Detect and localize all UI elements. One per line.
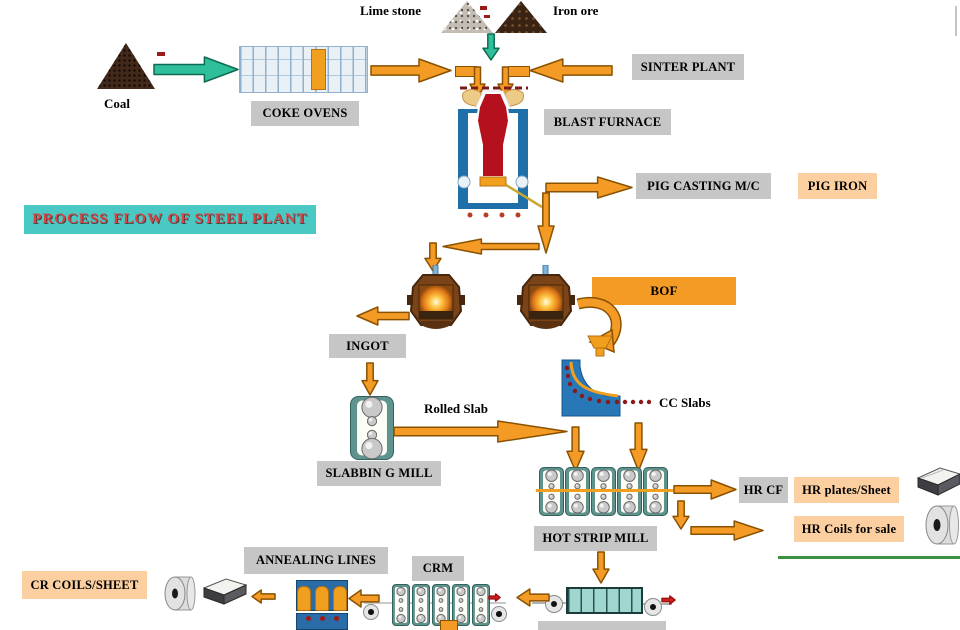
- annealing-lines-label: ANNEALING LINES: [244, 547, 388, 574]
- arrow-hsm-down-icon: [672, 500, 690, 530]
- ingot-label: INGOT: [329, 334, 406, 358]
- hr-coils-for-sale-label: HR Coils for sale: [794, 516, 904, 542]
- rolled-slab-label: Rolled Slab: [424, 401, 488, 416]
- arrow-hsm-to-pickling-icon: [592, 551, 610, 584]
- annealing-furnace-icon: [296, 580, 348, 611]
- red-dash-icon: [480, 6, 487, 10]
- bof-vessel-icon: [407, 264, 465, 338]
- hot-strip-mill-stand-icon: [617, 467, 642, 516]
- arrow-down-ores-icon: [482, 33, 500, 61]
- coiler-icon: [491, 606, 507, 622]
- coiler-icon: [644, 598, 662, 616]
- coil-icon: [163, 575, 197, 618]
- crm-stand-icon: [432, 584, 450, 626]
- hr-plates-sheet-label: HR plates/Sheet: [794, 477, 899, 503]
- sheet-stack-icon: [202, 577, 248, 612]
- red-dash-icon: [484, 15, 490, 18]
- bell-furnace-icon: [333, 586, 347, 611]
- mini-red-arrow-icon: [661, 595, 676, 605]
- bof-label: BOF: [592, 277, 736, 305]
- slabbing-mill-label: SLABBIN G MILL: [317, 461, 441, 486]
- crm-stand-icon: [472, 584, 490, 626]
- arrow-rolled-slab-icon: [393, 420, 568, 443]
- arrow-to-pig-casting-icon: [545, 176, 633, 199]
- artifact-line-icon: [778, 556, 960, 559]
- furnace-dot-icon: [333, 616, 339, 621]
- coal-pile-icon: [97, 43, 155, 89]
- cc-slabs-label: CC Slabs: [659, 395, 711, 410]
- crm-label: CRM: [412, 556, 464, 581]
- arrow-to-hrcoils-icon: [690, 520, 764, 541]
- arrow-bf-down-icon: [537, 192, 555, 254]
- slabbing-mill-stand-icon: [350, 396, 394, 460]
- arrow-ingot-to-slabmill-icon: [361, 362, 379, 396]
- bof-vessel-icon: [517, 264, 575, 338]
- crm-stand-icon: [452, 584, 470, 626]
- bell-furnace-icon: [297, 586, 311, 611]
- arrow-to-ingot-icon: [356, 306, 410, 326]
- continuous-caster-icon: [556, 334, 660, 433]
- hr-cf-label: HR CF: [739, 477, 788, 503]
- arrow-crm-to-annealing-icon: [348, 589, 380, 608]
- crm-stand-icon: [412, 584, 430, 626]
- coal-label: Coal: [104, 96, 130, 111]
- red-dash-icon: [157, 52, 165, 56]
- arrow-coke-to-bf-icon: [370, 58, 452, 83]
- arrow-coal-to-coke-icon: [153, 56, 239, 83]
- cr-coils-sheet-label: CR COILS/SHEET: [22, 571, 147, 599]
- coke-ovens-label: COKE OVENS: [251, 101, 359, 126]
- artifact-line-icon: [955, 6, 957, 36]
- pickling-line-icon: [566, 587, 643, 614]
- blast-furnace-icon: [452, 85, 544, 224]
- lime-stone-label: Lime stone: [360, 3, 422, 18]
- sheet-stack-icon: [916, 466, 960, 503]
- arrow-sinter-to-bf-icon: [529, 58, 613, 83]
- pickling-line-label-cropped: [538, 621, 666, 630]
- arrow-annealing-out-icon: [251, 589, 276, 604]
- bell-furnace-icon: [315, 586, 329, 611]
- hot-strip-mill-label: HOT STRIP MILL: [534, 526, 657, 551]
- pig-iron-label: PIG IRON: [798, 173, 877, 199]
- coil-icon: [925, 503, 960, 552]
- mini-red-arrow-icon: [488, 593, 501, 602]
- coke-oven-column-icon: [311, 49, 327, 90]
- coke-ovens-icon: [239, 46, 368, 93]
- page-title: PROCESS FLOW OF STEEL PLANT: [24, 205, 316, 234]
- arrow-ccslabs-to-hsm-icon: [629, 422, 648, 472]
- arrow-slab-to-hsm-icon: [566, 426, 585, 472]
- furnace-dot-icon: [305, 616, 311, 621]
- elbow-arrow-bar-icon: [508, 66, 530, 77]
- furnace-stub-icon: [440, 620, 458, 630]
- arrow-to-hrcf-icon: [673, 479, 737, 500]
- coiler-icon: [363, 604, 379, 620]
- iron-ore-pile-icon: [495, 1, 547, 33]
- arrow-junction-left-icon: [442, 238, 540, 255]
- furnace-dot-icon: [319, 616, 325, 621]
- crm-stand-icon: [392, 584, 410, 626]
- iron-ore-label: Iron ore: [553, 3, 599, 18]
- annealing-furnace-icon: [296, 613, 348, 630]
- sinter-plant-label: SINTER PLANT: [632, 54, 744, 80]
- strip-line-icon: [536, 489, 673, 492]
- blast-furnace-label: BLAST FURNACE: [544, 109, 671, 135]
- pig-casting-label: PIG CASTING M/C: [636, 173, 771, 199]
- arrow-pickling-to-crm-icon: [516, 588, 550, 607]
